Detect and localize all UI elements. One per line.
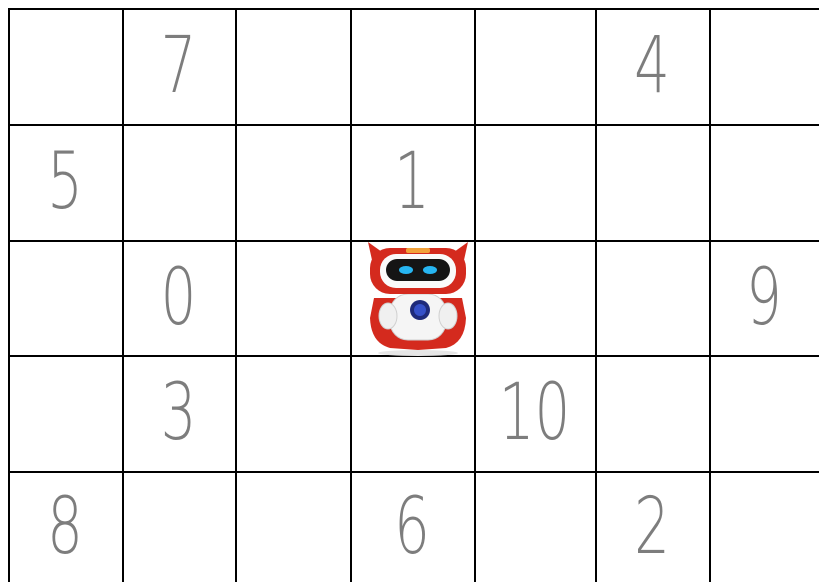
number-cell: 1 [367, 124, 456, 240]
number-cell: 6 [367, 471, 456, 582]
grid-line [709, 8, 711, 582]
robot-icon[interactable] [362, 240, 474, 356]
number-cell: 10 [491, 355, 578, 471]
grid-line [350, 8, 352, 582]
grid-line [8, 8, 819, 10]
grid-line [122, 8, 124, 582]
number-cell: 4 [611, 8, 693, 124]
number-cell: 2 [611, 471, 693, 582]
number-cell: 5 [24, 124, 106, 240]
number-cell: 0 [138, 240, 219, 355]
grid-line [8, 8, 10, 582]
number-cell: 7 [138, 8, 219, 124]
grid-line [474, 8, 476, 582]
number-cell: 8 [24, 471, 106, 582]
grid-line [235, 8, 237, 582]
number-cell: 9 [724, 240, 803, 355]
number-cell: 3 [138, 355, 219, 471]
grid-line [595, 8, 597, 582]
